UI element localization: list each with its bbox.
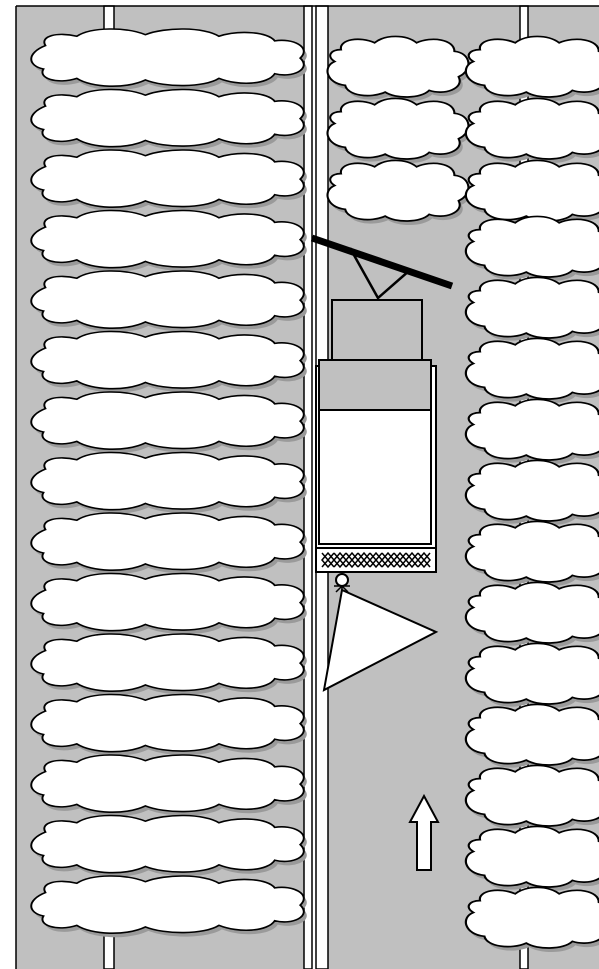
crop-row-left-12 <box>30 693 305 753</box>
crop-row-left-14 <box>30 814 305 874</box>
spinner-hub <box>335 573 349 587</box>
crop-row-right-13 <box>464 764 599 828</box>
arrow-up-icon <box>408 793 440 871</box>
crop-row-right-14 <box>464 825 599 889</box>
crop-row-right-6 <box>464 337 599 401</box>
crop-row-left-2 <box>30 88 305 148</box>
crop-row-right-10 <box>464 581 599 645</box>
crop-row-right-12 <box>464 703 599 767</box>
left-crop-bed <box>30 28 307 938</box>
crop-row-left-9 <box>30 512 305 572</box>
crop-row-right-4 <box>464 215 599 279</box>
harvester-machine <box>310 234 454 692</box>
spread-cone <box>322 588 439 692</box>
boom-mount <box>348 247 411 300</box>
crop-row-mid-2 <box>326 97 470 161</box>
crop-row-right-8 <box>464 459 599 523</box>
crop-row-left-6 <box>30 330 305 390</box>
crop-row-right-5 <box>464 276 599 340</box>
crop-row-left-5 <box>30 270 305 330</box>
crop-row-right-2 <box>464 97 599 161</box>
cutter-teeth <box>321 551 431 569</box>
crop-row-mid-1 <box>326 35 470 99</box>
crop-row-right-7 <box>464 398 599 462</box>
hopper <box>318 359 432 411</box>
middle-crop-bed <box>326 35 472 226</box>
stripe-center-a <box>303 5 313 969</box>
crop-row-left-7 <box>30 391 305 451</box>
bin <box>318 409 432 545</box>
crop-row-right-15 <box>464 886 599 950</box>
crop-row-left-13 <box>30 754 305 814</box>
right-crop-bed <box>464 35 599 953</box>
boom-bar <box>310 234 454 290</box>
crop-row-left-11 <box>30 633 305 693</box>
crop-row-left-10 <box>30 572 305 632</box>
crop-row-right-9 <box>464 520 599 584</box>
crop-row-right-1 <box>464 35 599 99</box>
cab-block <box>331 299 423 361</box>
crop-row-left-4 <box>30 209 305 269</box>
cutter-tooth <box>417 551 431 569</box>
crop-row-left-15 <box>30 875 305 935</box>
crop-row-right-3 <box>464 159 599 223</box>
spinner <box>334 573 350 594</box>
crop-row-left-3 <box>30 149 305 209</box>
crop-row-right-11 <box>464 642 599 706</box>
crop-row-mid-3 <box>326 159 470 223</box>
crop-row-left-1 <box>30 28 305 88</box>
crop-row-left-8 <box>30 451 305 511</box>
